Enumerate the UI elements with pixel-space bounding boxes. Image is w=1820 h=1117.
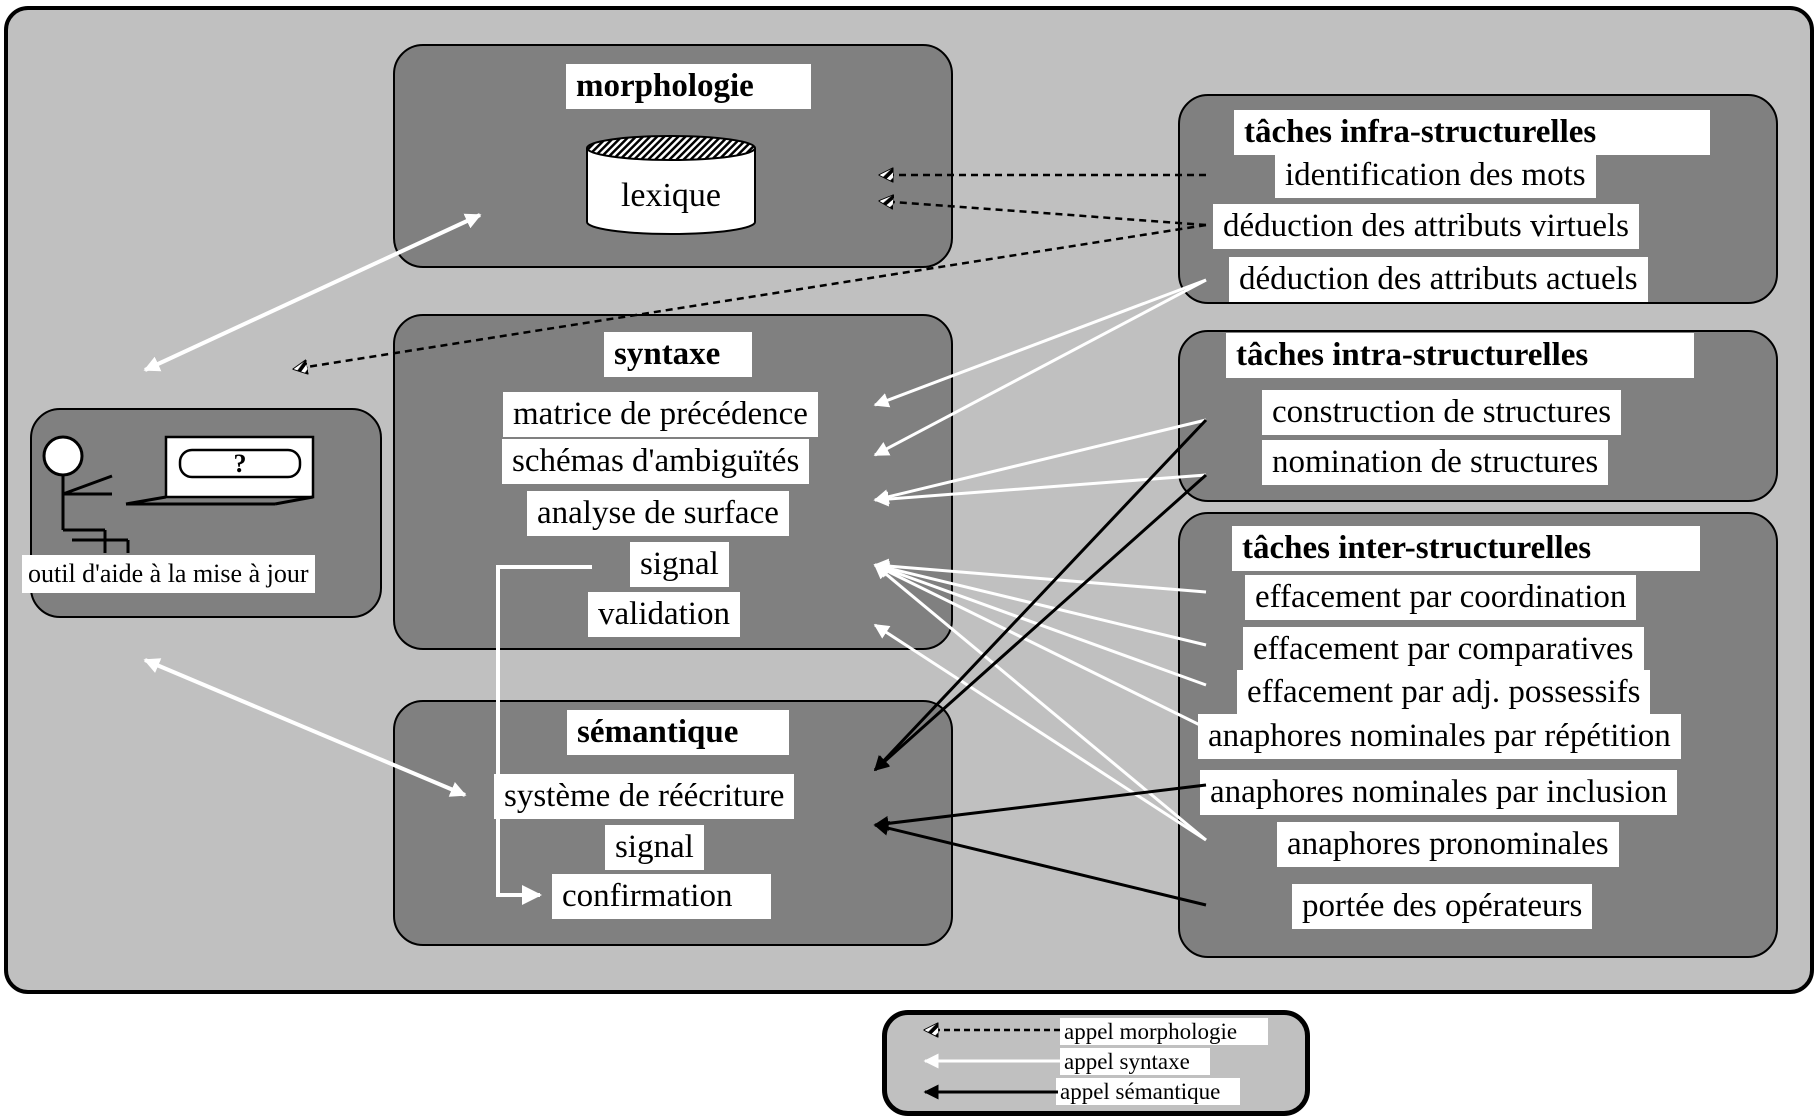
inter-item-coordination: effacement par coordination	[1245, 575, 1637, 620]
semantique-item-signal: signal	[605, 825, 704, 870]
intra-item-construction: construction de structures	[1262, 390, 1622, 435]
legend-semantique: appel sémantique	[1056, 1078, 1240, 1105]
syntaxe-item-analyse: analyse de surface	[527, 491, 789, 536]
morphologie-title: morphologie	[566, 64, 811, 109]
inter-item-possessifs: effacement par adj. possessifs	[1237, 670, 1651, 715]
semantique-title: sémantique	[567, 710, 789, 755]
syntaxe-item-schemas: schémas d'ambiguïtés	[502, 439, 810, 484]
infra-title: tâches infra-structurelles	[1234, 110, 1710, 155]
syntaxe-item-matrice: matrice de précédence	[503, 392, 818, 437]
semantique-item-reecriture: système de réécriture	[494, 774, 795, 819]
semantique-item-confirmation: confirmation	[552, 874, 771, 919]
inter-item-repetition: anaphores nominales par répétition	[1198, 714, 1681, 759]
inter-item-portee: portée des opérateurs	[1292, 884, 1593, 929]
infra-item-actuels: déduction des attributs actuels	[1229, 257, 1648, 302]
legend-morphologie: appel morphologie	[1060, 1018, 1268, 1045]
syntaxe-item-signal: signal	[630, 542, 729, 587]
intra-item-nomination: nomination de structures	[1262, 440, 1609, 485]
inter-title: tâches inter-structurelles	[1232, 526, 1700, 571]
inter-item-inclusion: anaphores nominales par inclusion	[1200, 770, 1678, 815]
infra-item-identification: identification des mots	[1275, 153, 1596, 198]
syntaxe-item-validation: validation	[588, 592, 740, 637]
syntaxe-title: syntaxe	[604, 332, 752, 377]
inter-item-pronominales: anaphores pronominales	[1277, 822, 1619, 867]
inter-item-comparatives: effacement par comparatives	[1243, 627, 1644, 672]
outil-label: outil d'aide à la mise à jour	[22, 555, 315, 593]
legend-syntaxe: appel syntaxe	[1060, 1048, 1210, 1075]
intra-title: tâches intra-structurelles	[1226, 333, 1694, 378]
infra-item-virtuels: déduction des attributs virtuels	[1213, 204, 1640, 249]
